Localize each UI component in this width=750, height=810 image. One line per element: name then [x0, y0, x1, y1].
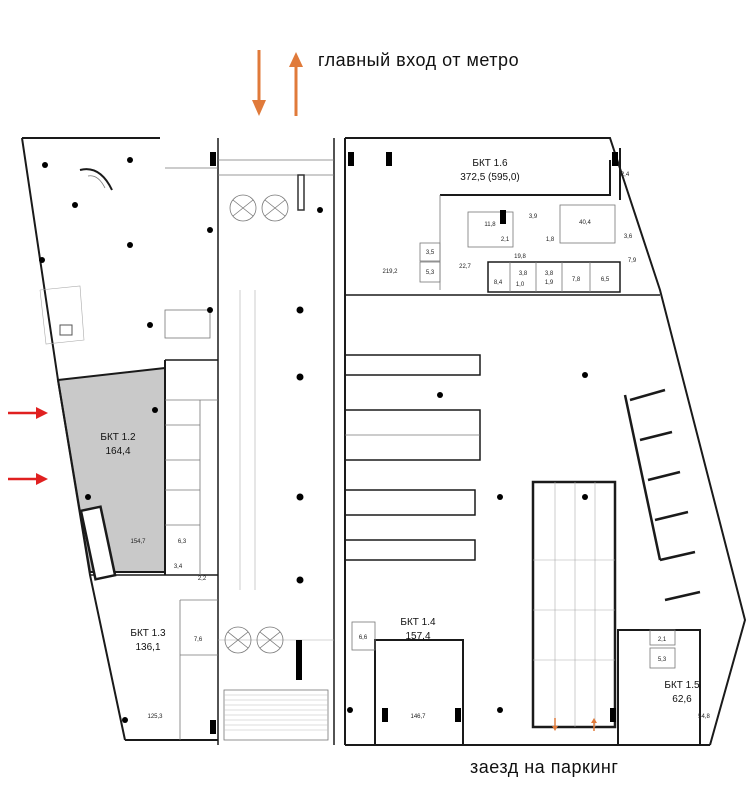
room-number: 1,9	[545, 280, 554, 286]
parking-label: заезд на паркинг	[470, 757, 618, 777]
room-number: 3,5	[426, 250, 435, 256]
room-number: 40,4	[579, 220, 591, 226]
room-number: 5,3	[658, 657, 667, 663]
room-number: 146,7	[410, 714, 426, 720]
right-block-walls	[344, 137, 747, 746]
unit-bkt-1-4-area: 157,4	[405, 631, 430, 642]
room-number: 5,3	[426, 270, 435, 276]
room-number: 219,2	[382, 269, 398, 275]
unit-bkt-1-4-name: БКТ 1.4	[400, 617, 436, 628]
room-number: 2,4	[621, 172, 630, 178]
room-number: 125,3	[147, 714, 163, 720]
unit-bkt-1-3-name: БКТ 1.3	[130, 628, 166, 639]
side-arrow-top-head-icon	[36, 407, 48, 419]
room-number: 19,8	[514, 254, 526, 260]
unit-bkt-1-2-area[interactable]	[56, 366, 166, 573]
room-number: 1,8	[546, 237, 555, 243]
side-entrances	[8, 407, 48, 485]
room-number: 8,4	[494, 280, 503, 286]
unit-bkt-1-2-area[interactable]: 164,4	[105, 446, 130, 457]
arrow-down-head-icon	[252, 100, 266, 116]
room-number: 3,9	[529, 214, 538, 220]
room-number: 3,4	[174, 564, 183, 570]
room-number: 154,7	[130, 539, 146, 545]
parking-entrance: заезд на паркинг	[470, 718, 618, 777]
arrow-up-head-icon	[289, 52, 303, 67]
unit-bkt-1-5-area: 62,6	[672, 694, 692, 705]
room-number: 2,1	[501, 237, 510, 243]
room-number: 6,5	[601, 277, 610, 283]
main-entrance: главный вход от метро	[252, 50, 519, 116]
room-number: 6,6	[359, 635, 368, 641]
side-arrow-bottom-head-icon	[36, 473, 48, 485]
unit-bkt-1-6-name: БКТ 1.6	[472, 158, 508, 169]
room-number: 7,9	[628, 258, 637, 264]
room-number: 11,8	[484, 222, 496, 228]
structural-columns	[39, 152, 618, 734]
entrance-label: главный вход от метро	[318, 50, 519, 70]
room-number: 3,6	[624, 234, 633, 240]
room-number: 54,8	[698, 714, 710, 720]
room-number: 2,2	[198, 576, 207, 582]
room-number: 22,7	[459, 264, 471, 270]
central-atrium	[218, 138, 335, 745]
room-numbers: 154,7 6,3 3,4 2,2 7,6 125,3 6,6 146,7 2,…	[130, 172, 710, 720]
unit-bkt-1-3-area: 136,1	[135, 642, 160, 653]
room-number: 2,1	[658, 637, 667, 643]
room-number: 6,3	[178, 539, 187, 545]
room-number: 3,8	[545, 271, 554, 277]
room-number: 7,6	[194, 637, 203, 643]
unit-bkt-1-5-name: БКТ 1.5	[664, 680, 700, 691]
unit-labels: БКТ 1.6 372,5 (595,0) БКТ 1.2 164,4 БКТ …	[100, 158, 700, 705]
parking-arrow-up-head-icon	[591, 718, 597, 723]
room-number: 7,8	[572, 277, 581, 283]
unit-bkt-1-2-name[interactable]: БКТ 1.2	[100, 432, 136, 443]
room-number: 3,8	[519, 271, 528, 277]
parking-arrow-down-head-icon	[552, 726, 558, 731]
room-number: 1,0	[516, 282, 525, 288]
unit-bkt-1-6-area: 372,5 (595,0)	[460, 172, 520, 183]
